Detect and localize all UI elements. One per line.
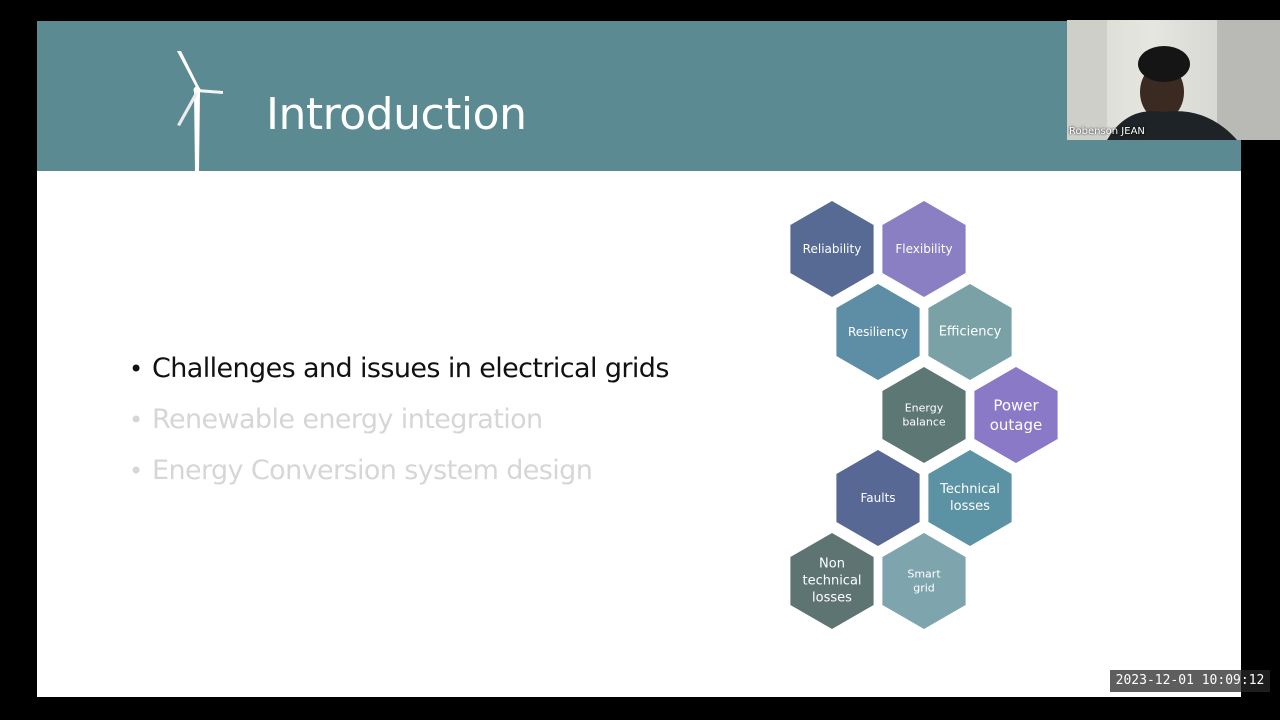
hexagon-shape <box>882 533 966 629</box>
hexagon-smart-grid: Smart grid <box>882 533 966 629</box>
presenter-name: Robenson JEAN <box>1069 126 1145 137</box>
hexagon-technical-losses: Technical losses <box>928 450 1012 546</box>
hexagon-label: technical <box>802 574 861 589</box>
hexagon-label: losses <box>812 590 852 605</box>
hexagon-label: Energy <box>905 401 944 414</box>
hexagon-shape <box>836 450 920 546</box>
hexagon-shape <box>974 367 1058 463</box>
recording-timestamp: 2023-12-01 10:09:12 <box>1110 670 1270 692</box>
presenter-video <box>1067 20 1280 140</box>
hexagon-shape <box>928 450 1012 546</box>
hexagon-label: Reliability <box>803 242 862 256</box>
hexagon-label: Smart <box>907 567 941 580</box>
presenter-webcam[interactable]: Robenson JEAN <box>1067 20 1280 140</box>
hexagon-shape <box>790 533 874 629</box>
hexagon-label: balance <box>902 416 946 429</box>
hexagon-flexibility: Flexibility <box>882 201 966 297</box>
title-band: Introduction <box>37 21 1241 171</box>
bullet-text: Challenges and issues in electrical grid… <box>152 353 669 384</box>
hexagon-label: Faults <box>860 491 895 505</box>
hexagon-shape <box>882 367 966 463</box>
bullet-dot: • <box>129 405 143 434</box>
bullet-item-conversion: • Energy Conversion system design <box>129 445 669 496</box>
hexagon-shape <box>882 201 966 297</box>
hexagon-shape <box>790 201 874 297</box>
bullet-text: Energy Conversion system design <box>152 455 593 486</box>
bullet-list: • Challenges and issues in electrical gr… <box>129 343 669 496</box>
hexagon-energy-balance: Energy balance <box>882 367 966 463</box>
hexagon-reliability: Reliability <box>790 201 874 297</box>
hexagon-label: Power <box>993 396 1039 414</box>
hexagon-resiliency: Resiliency <box>836 284 920 380</box>
hexagon-label: Non <box>819 557 845 572</box>
presentation-slide: Introduction • Challenges and issues in … <box>37 21 1241 697</box>
wind-turbine-icon <box>177 51 223 171</box>
hexagon-power-outage: Power outage <box>974 367 1058 463</box>
hexagon-label: losses <box>950 499 990 514</box>
bullet-item-renewable: • Renewable energy integration <box>129 394 669 445</box>
hexagon-faults: Faults <box>836 450 920 546</box>
hexagon-label: Flexibility <box>895 242 952 256</box>
hexagon-shape <box>836 284 920 380</box>
bullet-item-challenges: • Challenges and issues in electrical gr… <box>129 343 669 394</box>
bullet-text: Renewable energy integration <box>152 404 543 435</box>
hexagon-label: outage <box>990 416 1043 434</box>
slide-title: Introduction <box>266 89 527 140</box>
bullet-dot: • <box>129 354 143 383</box>
bullet-dot: • <box>129 456 143 485</box>
hexagon-label: Efficiency <box>939 325 1002 340</box>
hexagon-efficiency: Efficiency <box>928 284 1012 380</box>
hexagon-label: Technical <box>939 482 1000 497</box>
hexagon-label: Resiliency <box>848 325 908 339</box>
hexagon-shape <box>928 284 1012 380</box>
hexagon-label: grid <box>913 582 935 595</box>
